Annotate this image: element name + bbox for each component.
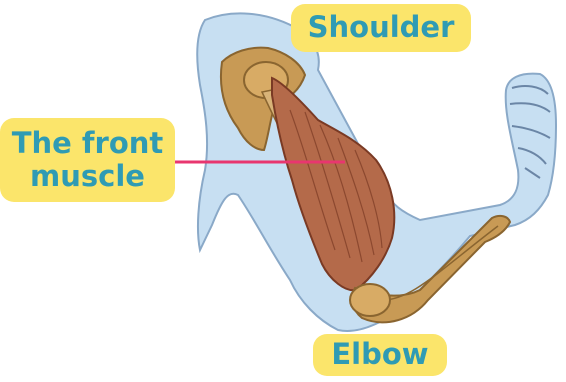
elbow-label: Elbow bbox=[313, 334, 447, 376]
elbow-joint bbox=[350, 284, 390, 316]
shoulder-label: Shoulder bbox=[291, 4, 471, 52]
front-muscle-label: The front muscle bbox=[0, 118, 175, 202]
